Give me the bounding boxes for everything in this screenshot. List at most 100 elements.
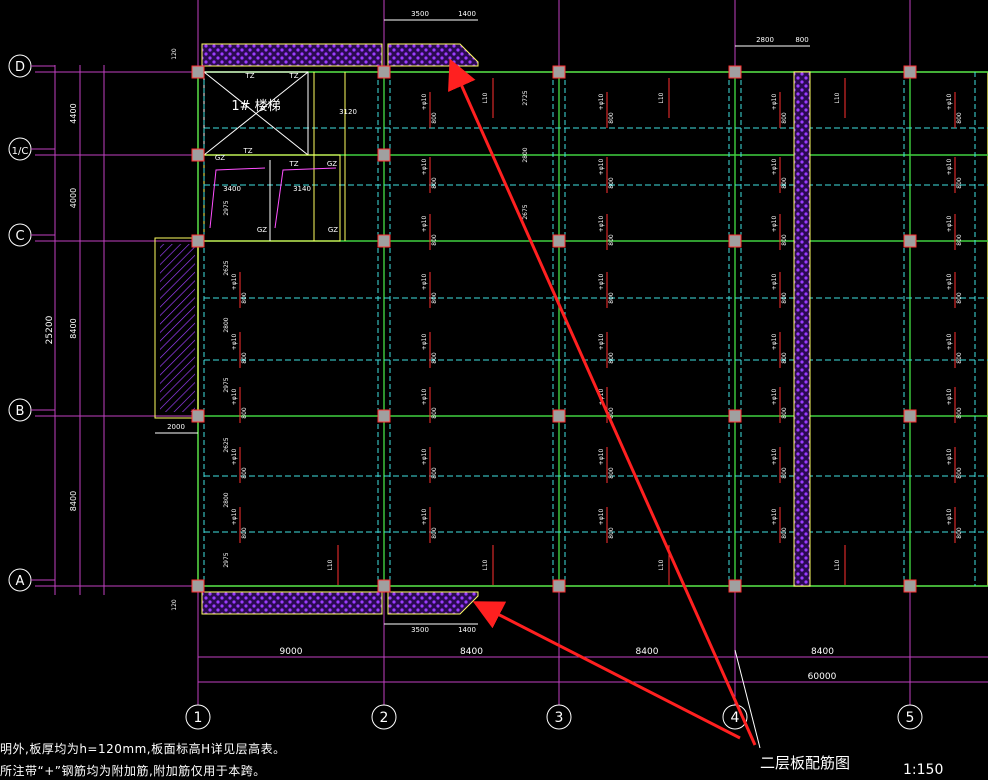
stair-flight-right: [274, 167, 337, 229]
rebar-800-label: 800: [608, 292, 615, 304]
rebar-800-label: 800: [781, 352, 788, 364]
tz-label: TZ: [288, 72, 298, 80]
l10-label: L10: [482, 92, 489, 103]
dim-left-sub: 2800: [223, 492, 230, 507]
rebar-800-label: 800: [956, 407, 963, 419]
column-2-4: [552, 579, 566, 593]
rebar-plus-label: +φ10: [598, 449, 605, 466]
dim-left-sub: 2800: [223, 317, 230, 332]
axis-label-row: A: [16, 574, 25, 589]
rebar-800-label-left: 800: [241, 467, 248, 479]
l10-label: L10: [327, 559, 334, 570]
drawing-note-2: 所注带“+”钢筋均为附加筋,附加筋仅用于本跨。: [0, 764, 266, 778]
rebar-800-label: 800: [608, 234, 615, 246]
tz-label: TZ: [288, 160, 298, 168]
l10-label: L10: [834, 559, 841, 570]
rebar-800-label: 800: [608, 352, 615, 364]
dim-span-vertical: 2725: [522, 90, 529, 105]
dim-left-span: 8400: [69, 318, 78, 338]
rebar-800-label: 800: [608, 407, 615, 419]
rebar-800-label: 800: [431, 467, 438, 479]
stair-dim: 3140: [293, 185, 311, 193]
tz-label: TZ: [244, 72, 254, 80]
dim-top-col4: 800: [795, 36, 808, 44]
rebar-plus-label-left: +φ10: [231, 274, 238, 291]
rebar-800-label: 800: [431, 352, 438, 364]
rebar-plus-label: +φ10: [598, 274, 605, 291]
rebar-800-label-left: 800: [241, 352, 248, 364]
canopy-bottom-left: [201, 591, 383, 615]
axis-label-row: D: [15, 60, 25, 75]
gz-label: GZ: [257, 226, 267, 234]
dim-left-sub: 120: [171, 599, 178, 611]
column-1-4: [377, 579, 391, 593]
callout-arrow-top: [448, 58, 757, 746]
rebar-800-label: 800: [431, 292, 438, 304]
dim-bottom-canopy: 3500: [411, 626, 429, 634]
rebar-plus-label: +φ10: [946, 216, 953, 233]
column-1c-2: [377, 148, 391, 162]
axis-label-col: 4: [731, 710, 740, 726]
callout-arrow-bottom: [472, 601, 741, 740]
drawing-scale: 1:150: [903, 762, 944, 778]
rebar-plus-label: +φ10: [598, 159, 605, 176]
dim-left-span: 4400: [69, 103, 78, 123]
rebar-800-label: 800: [781, 407, 788, 419]
rebar-800-label: 800: [956, 112, 963, 124]
rebar-800-label: 800: [781, 467, 788, 479]
rebar-plus-label: +φ10: [771, 509, 778, 526]
rebar-plus-label: +φ10: [421, 94, 428, 111]
rebar-800-label-left: 800: [241, 527, 248, 539]
rebar-800-label: 800: [956, 527, 963, 539]
gz-label: GZ: [328, 226, 338, 234]
rebar-plus-label: +φ10: [946, 449, 953, 466]
stair-lower-box: [203, 154, 341, 242]
gz-label: GZ: [327, 160, 337, 168]
rebar-800-label: 800: [781, 292, 788, 304]
axis-label-col: 1: [194, 710, 203, 726]
stair-cross-2: [203, 71, 309, 156]
rebar-plus-label-left: +φ10: [231, 334, 238, 351]
axis-bubble-col: [371, 704, 397, 730]
rebar-plus-label: +φ10: [598, 334, 605, 351]
column-1-3: [377, 409, 391, 423]
rebar-plus-label: +φ10: [771, 334, 778, 351]
rebar-plus-label-left: +φ10: [231, 449, 238, 466]
column-3-2: [728, 234, 742, 248]
column-3-4: [728, 579, 742, 593]
rebar-plus-label: +φ10: [946, 274, 953, 291]
rebar-plus-label: +φ10: [771, 449, 778, 466]
rebar-plus-label: +φ10: [421, 389, 428, 406]
column-0-0: [191, 65, 205, 79]
stair-dim: 3120: [339, 108, 357, 116]
column-1-2: [377, 234, 391, 248]
axis-bubble-col: [897, 704, 923, 730]
rebar-plus-label: +φ10: [421, 216, 428, 233]
rebar-800-label: 800: [781, 112, 788, 124]
rebar-800-label: 800: [608, 527, 615, 539]
dim-top-canopy: 3500: [411, 10, 429, 18]
dim-bottom-span: 9000: [280, 647, 303, 657]
dim-left-span: 8400: [69, 491, 78, 511]
axis-label-col: 3: [555, 710, 564, 726]
rebar-800-label-left: 800: [241, 292, 248, 304]
columns-layer: [191, 65, 917, 593]
dim-left-sub: 120: [171, 48, 178, 60]
rebar-plus-label-left: +φ10: [231, 389, 238, 406]
column-0-3: [191, 409, 205, 423]
rebar-plus-label: +φ10: [421, 509, 428, 526]
axis-bubble-col: [185, 704, 211, 730]
rebar-800-label-left: 800: [241, 407, 248, 419]
dim-span-vertical: 2800: [522, 147, 529, 162]
stair-flight-left: [209, 167, 266, 229]
dim-balcony-width: 2000: [167, 423, 185, 431]
rebar-plus-label: +φ10: [771, 274, 778, 291]
rebar-plus-label: +φ10: [946, 334, 953, 351]
rebar-plus-label: +φ10: [771, 216, 778, 233]
dim-bottom-total: 60000: [808, 672, 837, 682]
column-4-4: [903, 579, 917, 593]
canopy-top-right: [387, 43, 479, 67]
rebar-plus-label: +φ10: [598, 216, 605, 233]
